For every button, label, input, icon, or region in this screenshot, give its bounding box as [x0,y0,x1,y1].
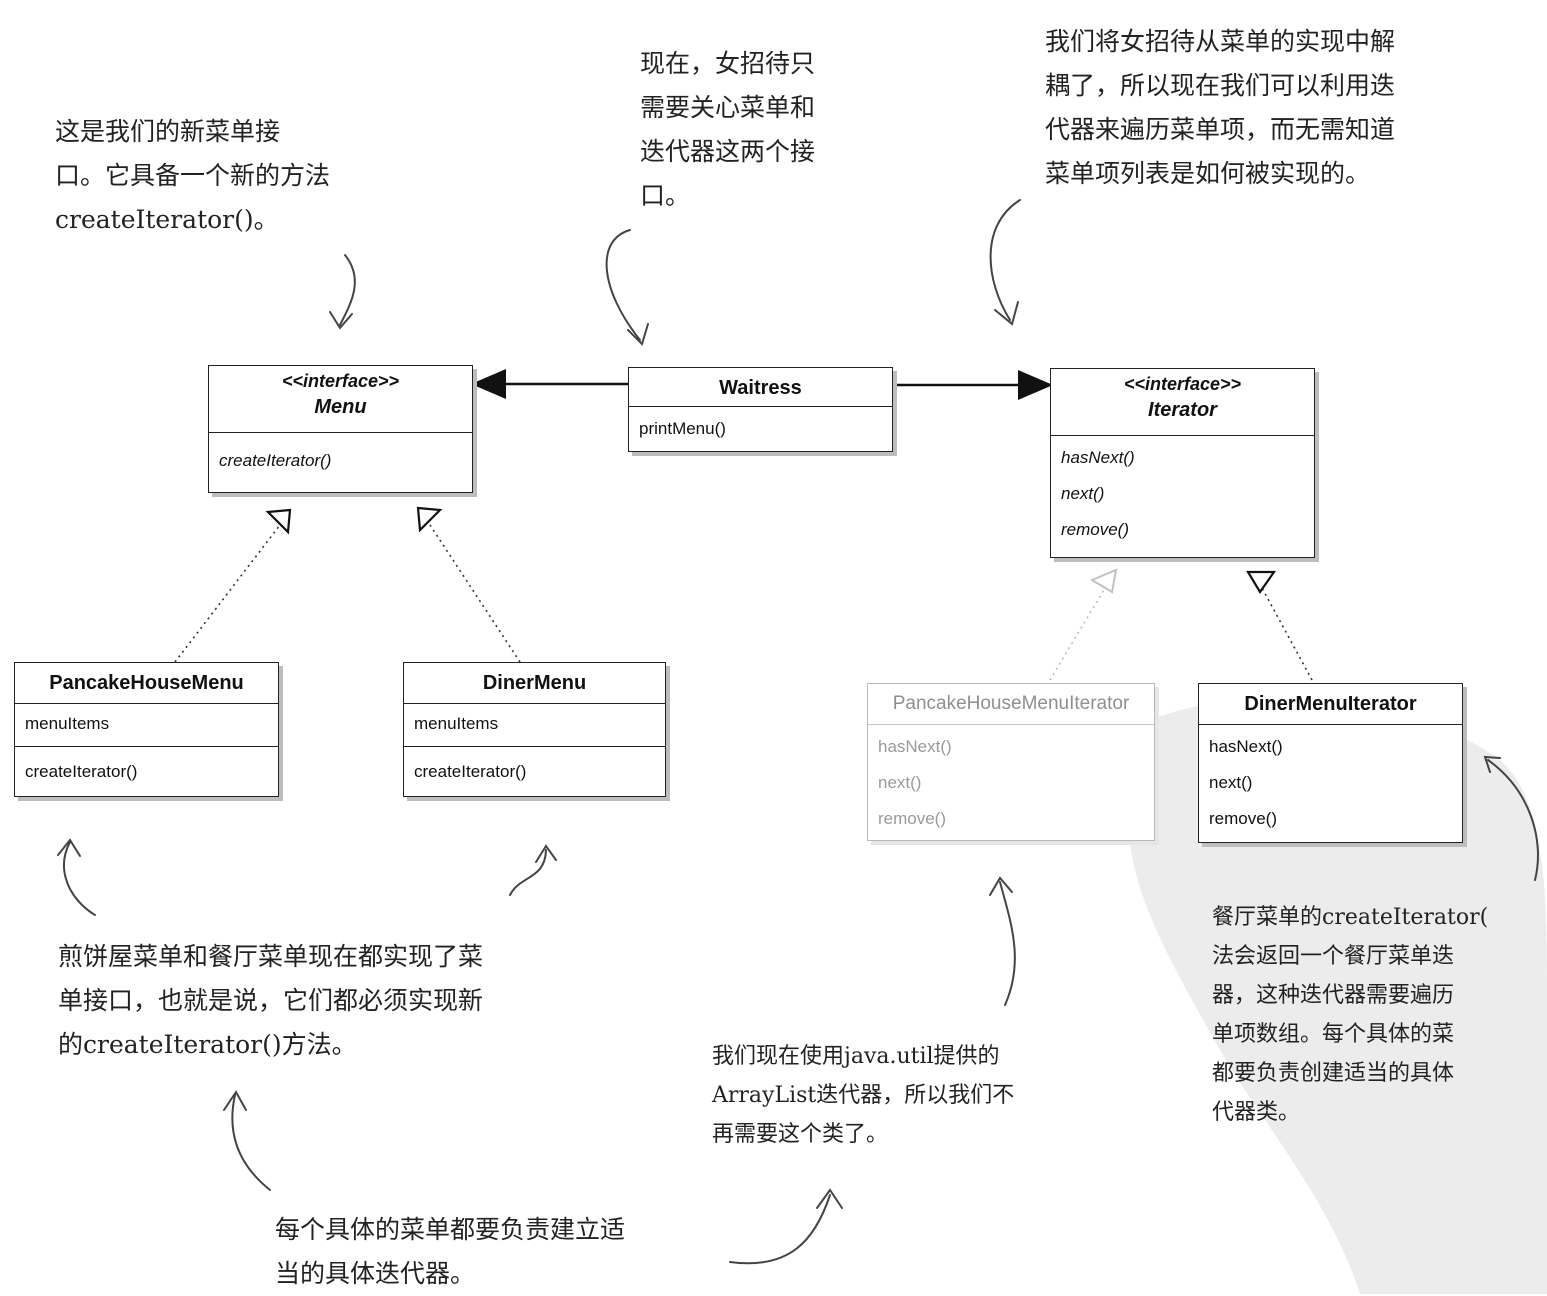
note-waitress: 现在，女招待只 需要关心菜单和 迭代器这两个接 口。 [640,49,816,210]
class-diner-iterator-header: DinerMenuIterator [1199,684,1462,725]
iterator-stereotype: <<interface>> [1123,374,1242,394]
class-pancake-header: PancakeHouseMenu [15,663,278,704]
pancake-iterator-name: PancakeHouseMenuIterator [892,693,1130,714]
method-row: remove() [1209,809,1278,828]
iterator-name: Iterator [1148,399,1217,421]
class-waitress-methods: printMenu() [629,407,892,451]
realize-diner-menu [429,524,521,663]
pancake-menu-name: PancakeHouseMenu [49,672,244,694]
waitress-name: Waitress [719,377,802,399]
method-row: createIterator() [219,451,332,470]
class-diner-iterator-methods: hasNext() next() remove() [1199,725,1462,837]
class-menu-methods: createIterator() [209,433,472,479]
method-row: hasNext() [878,737,952,756]
class-pancake-methods: createIterator() [15,747,278,797]
class-iterator: <<interface>> Iterator hasNext() next() … [1050,368,1315,558]
watermark-shape [1128,699,1547,1294]
field-row: menuItems [25,714,110,733]
realize-pancake-menu-head [265,508,292,535]
class-pancake-fields: menuItems [15,704,278,747]
method-row: remove() [878,809,947,828]
method-row: next() [1061,484,1105,503]
field-row: menuItems [414,714,499,733]
class-pancake-iterator-methods: hasNext() next() remove() [868,725,1154,837]
method-row: next() [878,773,922,792]
class-waitress-header: Waitress [629,368,892,407]
method-row: remove() [1061,520,1130,539]
class-waitress: Waitress printMenu() [628,367,893,452]
realize-diner-iterator [1261,587,1313,681]
class-pancake-house-menu: PancakeHouseMenu menuItems createIterato… [14,662,279,797]
note-menu-interface: 这是我们的新菜单接 口。它具备一个新的方法 createIterator()。 [55,117,331,234]
realize-diner-menu-head [416,506,443,533]
method-row: printMenu() [639,419,726,438]
note-decouple: 我们将女招待从菜单的实现中解 耦了，所以现在我们可以利用迭 代器来遍历菜单项，而… [1045,27,1396,188]
note-implement: 煎饼屋菜单和餐厅菜单现在都实现了菜 单接口，也就是说，它们都必须实现新 的cre… [58,942,484,1059]
note-diner-iterator: 餐厅菜单的createIterator( 法会返回一个餐厅菜单迭 器，这种迭代器… [1212,905,1489,1125]
method-row: next() [1209,773,1253,792]
class-menu-header: <<interface>> Menu [209,366,472,433]
class-iterator-header: <<interface>> Iterator [1051,369,1314,436]
class-pancake-house-menu-iterator: PancakeHouseMenuIterator hasNext() next(… [867,683,1155,841]
method-row: hasNext() [1209,737,1283,756]
note-concrete: 每个具体的菜单都要负责建立适 当的具体迭代器。 [275,1215,626,1288]
diner-menu-name: DinerMenu [482,672,587,694]
class-menu: <<interface>> Menu createIterator() [208,365,473,493]
menu-name: Menu [314,396,367,418]
class-pancake-iterator-header: PancakeHouseMenuIterator [868,684,1154,725]
realize-pancake-iterator [1049,587,1106,681]
class-diner-menu-iterator: DinerMenuIterator hasNext() next() remov… [1198,683,1463,843]
class-diner-fields: menuItems [404,704,665,747]
diner-iterator-name: DinerMenuIterator [1244,693,1417,715]
realize-pancake-menu [174,524,281,663]
class-diner-header: DinerMenu [404,663,665,704]
class-iterator-methods: hasNext() next() remove() [1051,436,1314,548]
method-row: createIterator() [25,762,138,781]
realize-pancake-iterator-head [1089,568,1118,594]
method-row: createIterator() [414,762,527,781]
note-arraylist: 我们现在使用java.util提供的 ArrayList迭代器，所以我们不 再需… [712,1044,1015,1147]
realize-diner-iterator-head [1246,570,1277,595]
class-diner-menu: DinerMenu menuItems createIterator() [403,662,666,797]
annotation-arrows [57,199,1539,1265]
menu-stereotype: <<interface>> [281,371,400,391]
class-diner-methods: createIterator() [404,747,665,797]
method-row: hasNext() [1061,448,1135,467]
